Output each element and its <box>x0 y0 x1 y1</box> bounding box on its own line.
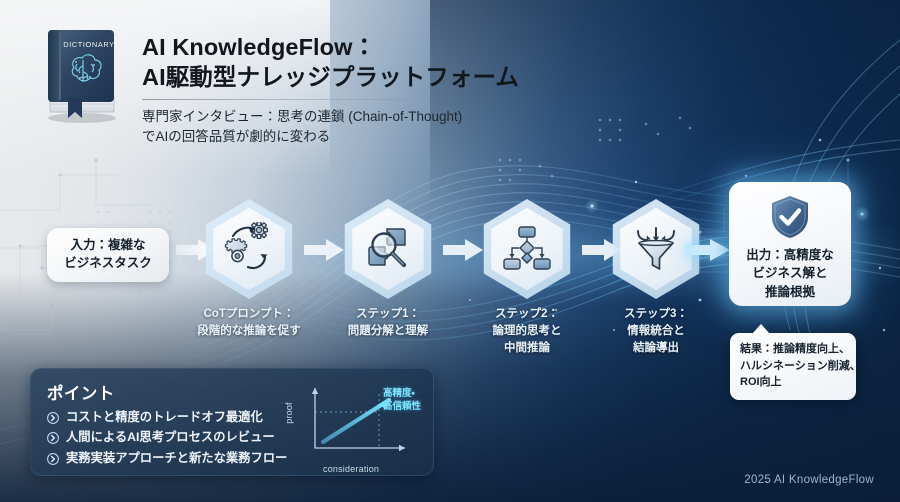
list-item: 実務実装アプローチと新たな業務フロー <box>47 450 291 467</box>
flow-arrow-5 <box>686 239 730 261</box>
chart-annotation-line1: 高精度・ <box>382 388 415 399</box>
page-title-line1: AI KnowledgeFlow： <box>142 34 377 60</box>
chevron-circle-right-icon <box>47 452 59 465</box>
list-item: コストと精度のトレードオフ最適化 <box>47 409 291 426</box>
shield-check-icon <box>772 196 808 238</box>
flow-node-4-label-line3: 結論導出 <box>633 342 679 355</box>
header-text: AI KnowledgeFlow： AI駆動型ナレッジプラットフォーム 専門家イ… <box>142 20 519 148</box>
output-text: 出力：高精度な ビジネス解と 推論根拠 <box>746 246 834 301</box>
input-label-line1: 入力：複雑な <box>70 238 146 253</box>
point-text-3: 実務実装アプローチと新たな業務フロー <box>66 450 288 465</box>
flow-output-card: 出力：高精度な ビジネス解と 推論根拠 <box>729 182 851 306</box>
funnel-arrows-icon <box>637 227 675 270</box>
result-callout: 結果：推論精度向上、 ハルシネーション削減、 ROI向上 <box>730 324 861 400</box>
chevron-circle-right-icon <box>47 411 59 424</box>
chart-plot <box>311 388 405 452</box>
flow-node-1-label-line1: CoTプロンプト： <box>203 308 295 320</box>
input-label-line2: ビジネスタスク <box>64 256 152 270</box>
flow-node-4-label-line2: 情報統合と <box>627 325 685 338</box>
flow-node-4-label: ステップ3： 情報統合と 結論導出 <box>576 306 736 357</box>
output-line1: 出力：高精度な <box>746 248 834 262</box>
chart-x-axis-label: consideration <box>323 464 380 474</box>
chart-annotation-line2: 高信頼性 <box>382 400 421 412</box>
header: DICTIONARY AI <box>38 20 519 148</box>
point-text-2: 人間によるAI思考プロセスのレビュー <box>66 430 275 445</box>
flow-input-card: 入力：複雑な ビジネスタスク <box>47 228 169 282</box>
points-title: ポイント <box>47 385 115 403</box>
flow-node-1-label: CoTプロンプト： 段階的な推論を促す <box>169 306 329 340</box>
flow-node-4-label-line1: ステップ3： <box>624 308 688 320</box>
flow-node-3-label: ステップ2： 論理的思考と 中間推論 <box>447 306 607 357</box>
process-flow: 入力：複雑な ビジネスタスク <box>0 176 900 376</box>
flow-node-2-label-line2: 問題分解と理解 <box>347 325 429 338</box>
trend-chart: 高精度・ 高信頼性 consideration proof <box>284 382 421 474</box>
gears-cycle-icon <box>224 222 269 270</box>
chevron-circle-right-icon <box>47 432 59 445</box>
title-divider <box>142 99 462 101</box>
flow-node-2-label: ステップ1： 問題分解と理解 <box>308 306 468 340</box>
flowchart-diamond-icon <box>503 226 551 270</box>
magnifier-puzzle-icon <box>368 228 407 268</box>
book-cover-label: DICTIONARY <box>63 40 114 49</box>
callout-line1: 結果：推論精度向上、 <box>740 343 850 355</box>
flow-node-2-label-line1: ステップ1： <box>356 308 420 320</box>
points-panel: ポイント コストと精度のトレードオフ最適化 人間によるAI思考プロセスのレビュー <box>30 368 434 476</box>
output-line2: ビジネス解と <box>752 266 828 281</box>
page-subtitle-line2: でAIの回答品質が劇的に変わる <box>142 129 331 145</box>
flow-node-4: ステップ3： 情報統合と 結論導出 <box>600 190 712 354</box>
callout-line2: ハルシネーション削減、 <box>740 359 861 372</box>
dictionary-book-brain-icon: DICTIONARY <box>38 20 124 124</box>
flow-node-3-label-line2: 論理的思考と <box>492 325 562 338</box>
point-text-1: コストと精度のトレードオフ最適化 <box>66 410 263 424</box>
list-item: 人間によるAI思考プロセスのレビュー <box>47 429 291 446</box>
flow-node-1: CoTプロンプト： 段階的な推論を促す <box>193 190 305 337</box>
flow-node-3: ステップ2： 論理的思考と 中間推論 <box>471 190 583 354</box>
flow-node-1-label-line2: 段階的な推論を促す <box>197 325 301 338</box>
flow-node-3-label-line1: ステップ2： <box>495 308 559 320</box>
footer-credit: 2025 AI KnowledgeFlow <box>744 474 874 486</box>
flow-node-3-label-line3: 中間推論 <box>504 342 550 355</box>
chart-annotation: 高精度・ 高信頼性 <box>383 388 421 414</box>
page-subtitle-line1: 専門家インタビュー：思考の連鎖 (Chain-of-Thought) <box>142 109 463 125</box>
flow-node-2: ステップ1： 問題分解と理解 <box>332 190 444 337</box>
output-line3: 推論根拠 <box>764 284 815 299</box>
callout-line3: ROI向上 <box>740 376 782 388</box>
page-title-line2: AI駆動型ナレッジプラットフォーム <box>142 64 519 91</box>
points-list: ポイント コストと精度のトレードオフ最適化 人間によるAI思考プロセスのレビュー <box>47 380 291 475</box>
chart-y-axis-label: proof <box>283 402 294 424</box>
